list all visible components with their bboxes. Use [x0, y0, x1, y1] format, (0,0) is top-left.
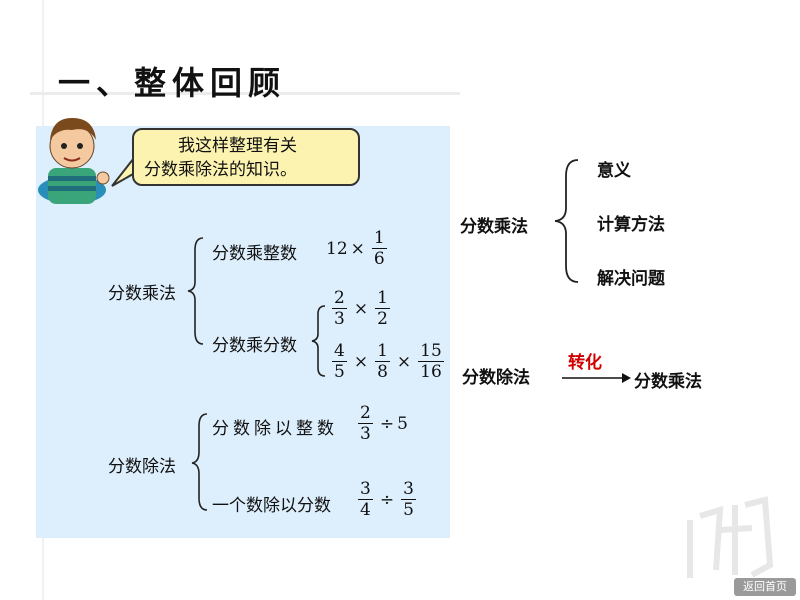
denominator: 6 [373, 249, 385, 269]
numerator: 2 [358, 403, 373, 424]
speech-bubble: 我这样整理有关 分数乘除法的知识。 [132, 128, 360, 186]
numerator: 1 [375, 341, 390, 362]
fraction: 2 3 [358, 403, 373, 444]
denominator: 4 [360, 500, 371, 520]
times-symbol: × [396, 351, 412, 372]
times-symbol: × [353, 298, 369, 319]
numerator: 3 [401, 479, 416, 500]
numerator: 1 [375, 288, 390, 309]
brace-mult-frac [311, 305, 326, 377]
denominator: 3 [334, 309, 345, 329]
times-symbol: × [353, 351, 369, 372]
right-tree-root: 分数乘法 [460, 217, 528, 237]
mult-branch1-expr: 12 × 1 6 [326, 228, 391, 269]
right-tree-item: 解决问题 [597, 269, 665, 289]
brace-div [191, 413, 208, 511]
back-home-button[interactable]: 返回首页 [734, 578, 796, 596]
fraction: 3 4 [358, 479, 373, 520]
right-tree-item: 计算方法 [597, 215, 665, 235]
denominator: 16 [420, 362, 442, 382]
page-title: 一、整体回顾 [58, 64, 287, 102]
expr-number: 12 [326, 238, 348, 259]
fraction: 1 2 [375, 288, 390, 329]
title-underline [30, 92, 460, 95]
div-branch1-expr: 2 3 ÷ 5 [354, 403, 408, 444]
brace-mult [187, 237, 204, 345]
fraction: 3 5 [401, 479, 416, 520]
denominator: 2 [377, 309, 388, 329]
denominator: 5 [334, 362, 345, 382]
numerator: 15 [418, 341, 444, 362]
div-branch1-label: 分数除以整数 [212, 419, 338, 439]
conversion-to: 分数乘法 [634, 372, 702, 392]
denominator: 3 [360, 424, 371, 444]
brace-right [554, 159, 579, 283]
knowledge-panel [36, 126, 450, 538]
denominator: 5 [403, 500, 414, 520]
div-branch2-label: 一个数除以分数 [212, 496, 331, 516]
numerator: 3 [358, 479, 373, 500]
fraction: 4 5 [332, 341, 347, 382]
fraction: 1 8 [375, 341, 390, 382]
div-root-label: 分数除法 [108, 457, 176, 477]
seal-watermark-icon [687, 496, 774, 578]
times-symbol: × [350, 238, 365, 259]
bubble-line-1: 我这样整理有关 [178, 136, 297, 156]
mult-branch2-expr2: 4 5 × 1 8 × 15 16 [328, 341, 448, 382]
divide-symbol: ÷ [379, 489, 395, 510]
conversion-label: 转化 [568, 353, 602, 373]
fraction: 1 6 [371, 228, 387, 269]
right-tree-item: 意义 [597, 161, 631, 181]
numerator: 4 [332, 341, 347, 362]
conversion-from: 分数除法 [462, 368, 530, 388]
numerator: 2 [332, 288, 347, 309]
fraction: 15 16 [418, 341, 444, 382]
fraction: 2 3 [332, 288, 347, 329]
denominator: 8 [377, 362, 388, 382]
mult-branch1-label: 分数乘整数 [212, 244, 297, 264]
arrow-right-icon [622, 373, 631, 383]
div-branch2-expr: 3 4 ÷ 3 5 [354, 479, 420, 520]
mult-root-label: 分数乘法 [108, 284, 176, 304]
expr-number: 5 [397, 413, 408, 434]
mult-branch2-expr1: 2 3 × 1 2 [328, 288, 394, 329]
divide-symbol: ÷ [379, 413, 395, 434]
bubble-line-2: 分数乘除法的知识。 [144, 160, 297, 180]
boy-cartoon-icon [38, 118, 110, 204]
mult-branch2-label: 分数乘分数 [212, 336, 297, 356]
numerator: 1 [371, 228, 387, 249]
